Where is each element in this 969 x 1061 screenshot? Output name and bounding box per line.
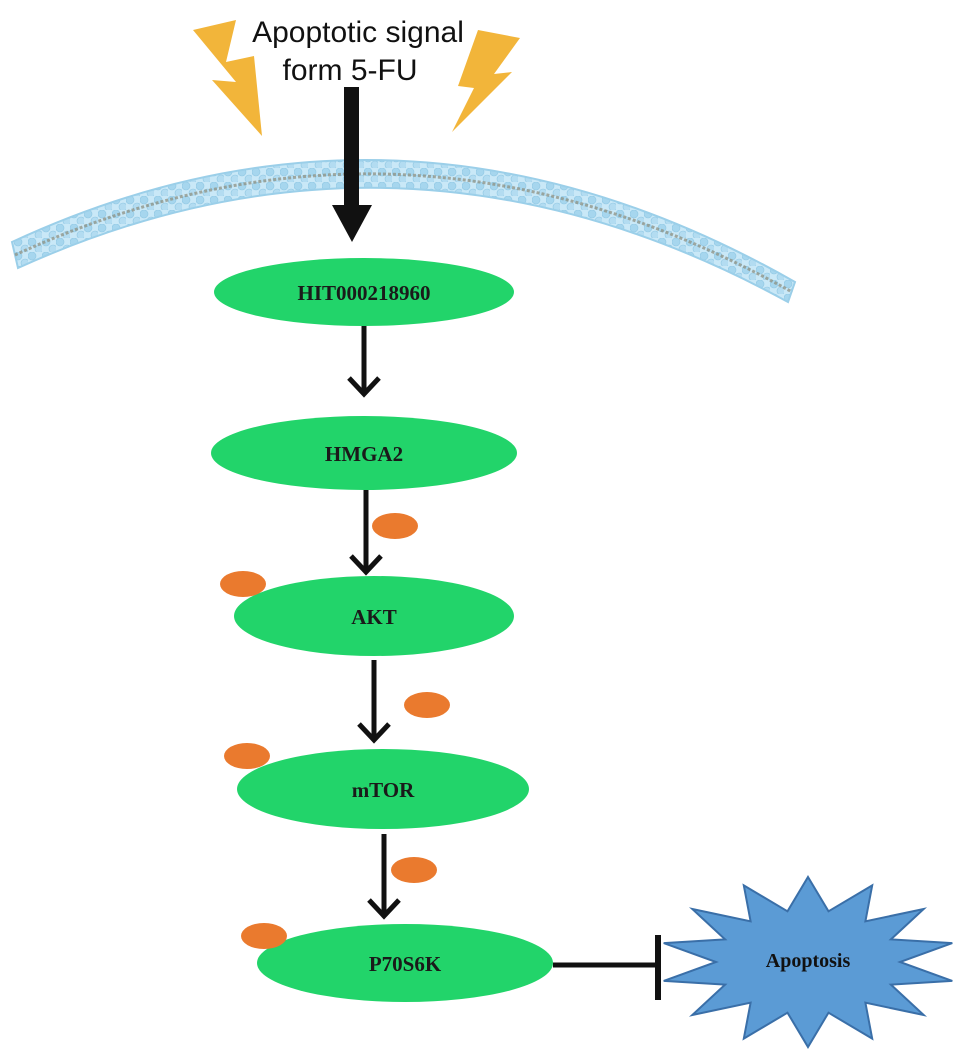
phospho-dot: [241, 923, 287, 949]
signal-label-line1: Apoptotic signal: [252, 16, 464, 49]
signal-arrow: [332, 87, 372, 242]
phospho-dot: [391, 857, 437, 883]
arrow-akt-to-mtor: [357, 660, 391, 744]
node-p70s6k: P70S6K: [257, 924, 553, 1002]
arrow-hmga2-to-akt: [349, 488, 383, 576]
arrow-mtor-to-p70s6k: [367, 834, 401, 920]
svg-text:AKT: AKT: [351, 605, 397, 629]
svg-text:Apoptosis: Apoptosis: [766, 950, 851, 972]
apoptosis-burst: Apoptosis: [663, 875, 953, 1049]
svg-text:mTOR: mTOR: [352, 778, 415, 802]
phospho-dot: [220, 571, 266, 597]
lightning-left-icon: [193, 20, 262, 136]
svg-text:P70S6K: P70S6K: [369, 952, 442, 976]
phospho-dot: [404, 692, 450, 718]
node-hmga2: HMGA2: [211, 416, 517, 490]
node-mtor: mTOR: [237, 749, 529, 829]
cell-membrane: [10, 159, 797, 304]
node-akt: AKT: [234, 576, 514, 656]
phospho-dot: [372, 513, 418, 539]
lightning-right-icon: [452, 30, 520, 132]
arrow-hit-to-hmga2: [347, 323, 381, 398]
svg-text:HIT000218960: HIT000218960: [297, 281, 430, 305]
phospho-dot: [224, 743, 270, 769]
inhibition-p70s6k-apoptosis: [553, 935, 661, 1000]
node-hit000218960: HIT000218960: [214, 258, 514, 326]
signal-label-line2: form 5-FU: [283, 54, 418, 87]
svg-text:HMGA2: HMGA2: [325, 442, 403, 466]
